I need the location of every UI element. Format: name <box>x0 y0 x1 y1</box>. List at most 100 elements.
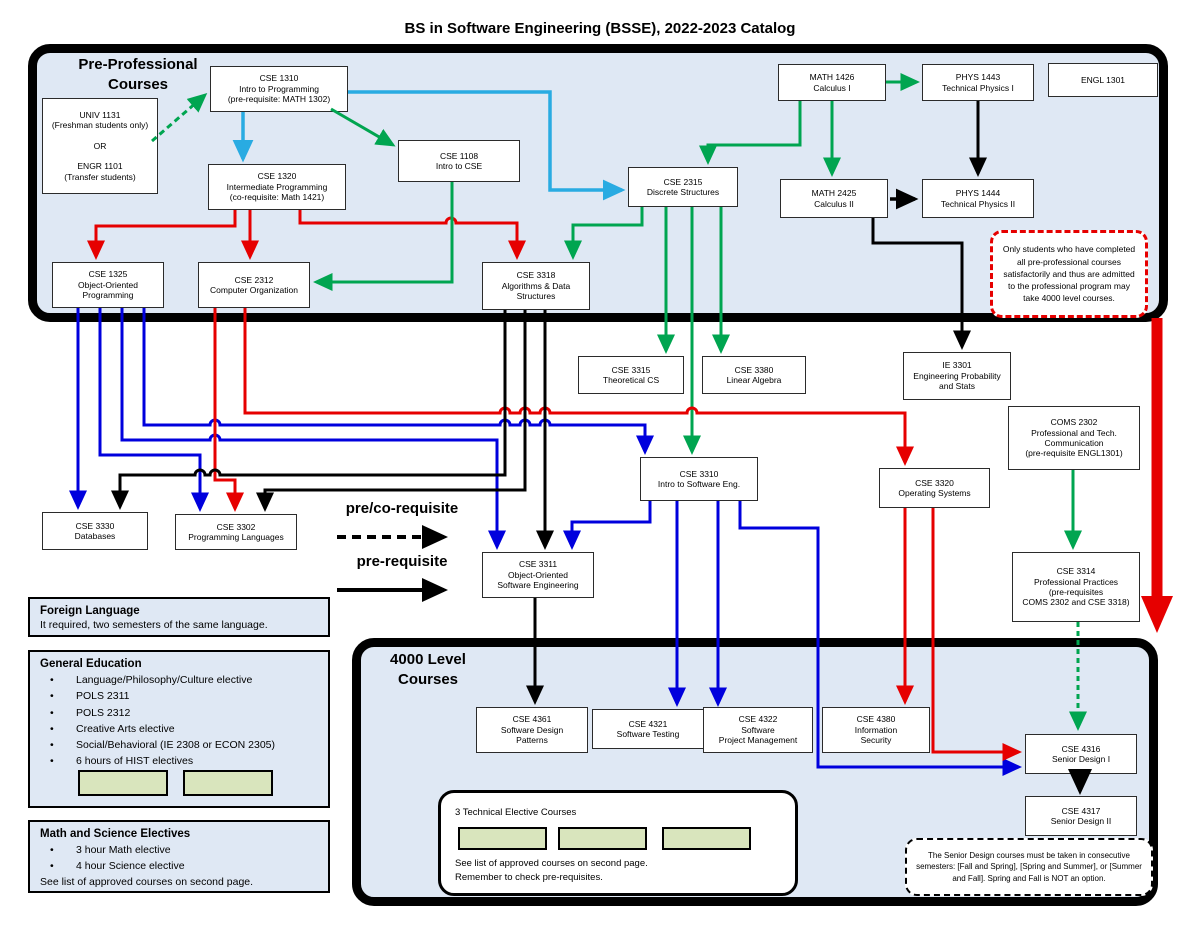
bullet-item: Social/Behavioral (IE 2308 or ECON 2305) <box>40 737 318 754</box>
course-line: CSE 1320 <box>257 171 297 182</box>
general-education-slot <box>78 770 168 796</box>
course-line: CSE 2315 <box>663 176 703 187</box>
course-line: CSE 2312 <box>234 274 274 285</box>
general-education-bullets: Language/Philosophy/Culture electivePOLS… <box>40 672 318 770</box>
course-line: and Stats <box>939 381 975 392</box>
pre-admission-note: Only students who have completed all pre… <box>990 230 1148 318</box>
technical-elective-slot <box>662 827 751 850</box>
bullet-item: 6 hours of HIST electives <box>40 753 318 770</box>
course-line: CSE 3318 <box>516 270 556 281</box>
course-line: Senior Design II <box>1050 816 1112 826</box>
bullet-item: 4 hour Science elective <box>40 858 318 875</box>
technical-electives-note: See list of approved courses on second p… <box>455 857 648 869</box>
course-line: CSE 4317 <box>1061 805 1101 816</box>
course-line: Software <box>741 724 775 735</box>
course-line: Algorithms & Data <box>501 280 571 291</box>
course-line: (co-requisite: Math 1421) <box>229 192 325 203</box>
course-line <box>43 151 157 161</box>
bullet-item: POLS 2311 <box>40 688 318 705</box>
course-line: Information <box>854 724 898 735</box>
course-line: Operating Systems <box>898 488 971 498</box>
bullet-item: 3 hour Math elective <box>40 842 318 859</box>
technical-electives-note: Remember to check pre-requisites. <box>455 871 603 883</box>
technical-electives-title: 3 Technical Elective Courses <box>455 807 577 818</box>
course-line: (pre-requisites <box>1048 587 1104 597</box>
course-line: (pre-requisite ENGL1301) <box>1025 448 1123 459</box>
course-line: CSE 3311 <box>518 559 558 570</box>
course-line: CSE 1108 <box>439 150 479 161</box>
course-line: Intermediate Programming <box>226 181 328 192</box>
course-line: CSE 3320 <box>915 477 954 488</box>
general-education-slot <box>183 770 273 796</box>
course-line: Calculus II <box>814 198 854 209</box>
course-line: CSE 3310 <box>679 468 719 479</box>
course-line: Databases <box>74 531 116 541</box>
math-science-title: Math and Science Electives <box>40 828 191 840</box>
course-line: Object-Oriented <box>78 279 138 290</box>
course-line: ENGL 1301 <box>1080 74 1126 85</box>
course-line: Software Design <box>500 724 564 735</box>
course-line: Professional Practices <box>1033 576 1119 587</box>
course-line: Discrete Structures <box>646 187 720 197</box>
technical-elective-slot <box>458 827 547 850</box>
general-education-title: General Education <box>40 658 142 670</box>
course-line: CSE 1325 <box>88 269 128 280</box>
course-line: UNIV 1131 <box>79 110 121 121</box>
course-line: PHYS 1444 <box>955 188 1001 199</box>
course-line: Intro to Programming <box>239 83 319 94</box>
general-education-panel: General Education Language/Philosophy/Cu… <box>28 650 330 808</box>
course-line: Project Management <box>718 735 798 746</box>
edge-admission-to-4000-head <box>1141 596 1173 633</box>
edge-cse3310-to-cse3311 <box>563 501 652 550</box>
course-line: Professional and Tech. <box>1031 427 1117 438</box>
course-line: CSE 4322 <box>738 714 778 725</box>
course-line: CSE 3330 <box>75 520 115 531</box>
technical-elective-slot <box>558 827 647 850</box>
edge-cse3318-to-cse3330 <box>111 310 507 510</box>
course-line: Computer Organization <box>210 285 298 295</box>
course-line: IE 3301 <box>942 360 972 371</box>
course-line: Engineering Probability <box>913 370 1001 381</box>
course-line <box>43 131 157 141</box>
course-line: Patterns <box>516 735 548 746</box>
course-line: Software Testing <box>616 729 680 739</box>
foreign-language-title: Foreign Language <box>40 605 140 617</box>
edge-cse1325-to-cse3302 <box>98 308 209 512</box>
edge-cse1325-to-cse3310 <box>142 308 654 455</box>
page-title: BS in Software Engineering (BSSE), 2022-… <box>404 20 796 37</box>
course-line: Communication <box>1044 438 1104 448</box>
course-line: Intro to Software Eng. <box>657 479 741 489</box>
math-science-bullets: 3 hour Math elective4 hour Science elect… <box>40 842 318 875</box>
course-line: COMS 2302 and CSE 3318) <box>1022 597 1130 608</box>
course-line: CSE 3314 <box>1056 566 1096 577</box>
senior-design-note: The Senior Design courses must be taken … <box>905 838 1153 896</box>
edge-cse2312-to-cse3302 <box>213 308 244 512</box>
course-line: ENGR 1101 <box>77 161 123 172</box>
bullet-item: Language/Philosophy/Culture elective <box>40 672 318 689</box>
foreign-language-body: It required, two semesters of the same l… <box>40 619 268 631</box>
course-line: CSE 4316 <box>1061 743 1101 754</box>
pre-professional-label: Pre-Professional Courses <box>78 56 198 93</box>
course-line: Linear Algebra <box>726 375 782 385</box>
